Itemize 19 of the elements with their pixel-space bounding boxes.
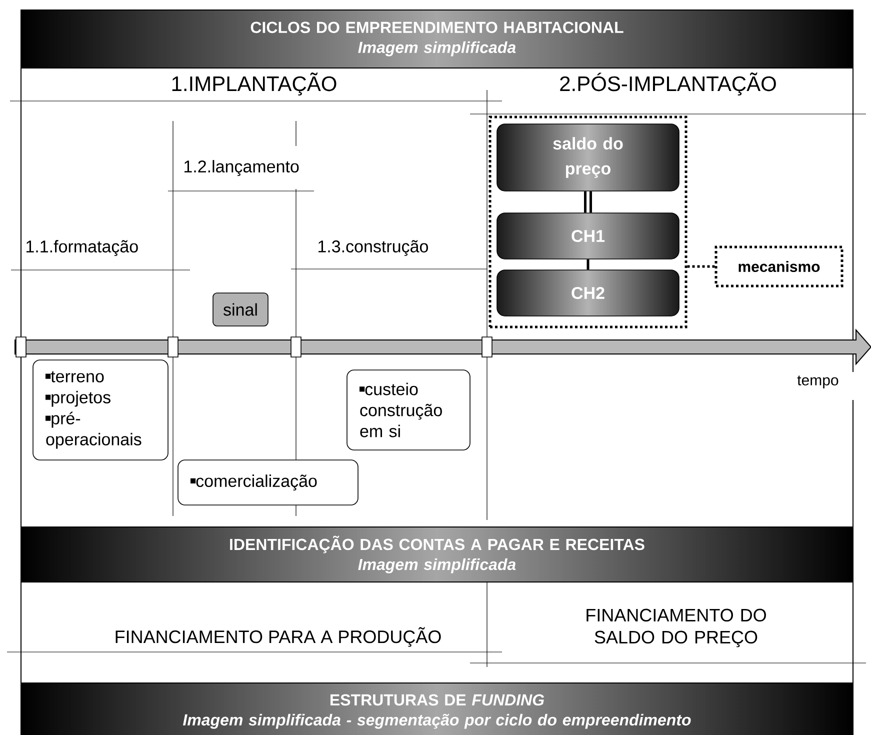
stage-label: 1.1.formatação [26,240,138,256]
process-box: CH1 [496,212,680,260]
process-box: CH2 [496,270,680,316]
title-banner: ESTRUTURAS DE FUNDING Imagem simplificada - segmentação por ciclo do empreendimento [20,682,854,735]
signal-box: sinal [212,292,268,326]
dotted-box: mecanismo [714,246,844,288]
dotted-group-box [488,116,688,328]
bullet-list-box: comercialização [178,460,358,506]
stage-label: 1.2.lançamento [184,160,299,176]
section-label: FINANCIAMENTO PARA A PRODUÇÃO [116,627,441,647]
title-banner: IDENTIFICAÇÃO DAS CONTAS A PAGAR E RECEITAS Imagem simplificada [20,526,854,582]
stage-label: 1.3.construção [318,240,428,256]
section-label: FINANCIAMENTO DO SALDO DO PREÇO [586,608,766,648]
process-box: saldo do preço [496,124,680,192]
axis-label: tempo [797,376,838,388]
bullet-list-box: custeio construção em si [346,370,470,450]
phase-heading: 2.PÓS-IMPLANTAÇÃO [560,72,776,96]
title-banner: CICLOS DO EMPREENDIMENTO HABITACIONAL Imagem simplificada [20,10,854,68]
bullet-list-box: terreno projetos pré-operacionais [32,360,168,460]
